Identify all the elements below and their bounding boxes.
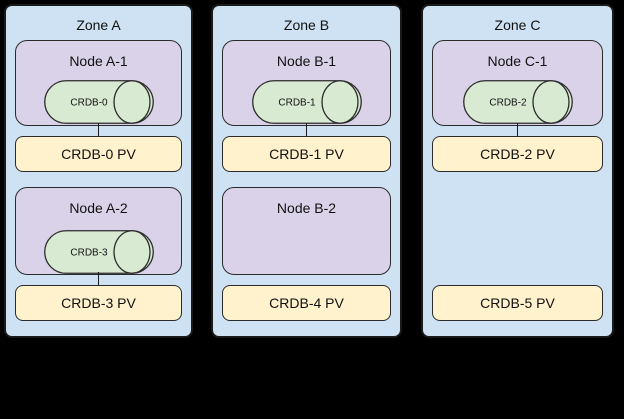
node-a1-box: Node A-1 CRDB-0 [15, 40, 182, 126]
pv-crdb-4: CRDB-4 PV [222, 285, 391, 321]
zone-c-title: Zone C [494, 17, 541, 33]
connector-line [97, 272, 99, 286]
connector-line [305, 123, 307, 137]
pod-crdb-3: CRDB-3 [43, 230, 154, 274]
zone-b-box: Zone B Node B-1 CRDB-1 CRDB-1 PV Node B-… [211, 4, 402, 338]
node-a2-label: Node A-2 [69, 200, 128, 216]
node-b1-label: Node B-1 [276, 53, 337, 69]
pv-crdb-2-label: CRDB-2 PV [480, 146, 555, 162]
pv-crdb-1: CRDB-1 PV [222, 136, 391, 172]
connector-line [97, 123, 99, 137]
node-b1-box: Node B-1 CRDB-1 [222, 40, 391, 126]
pod-crdb-1: CRDB-1 [251, 80, 362, 124]
zone-b-title: Zone B [283, 17, 330, 33]
pod-crdb-2-label: CRDB-2 [489, 98, 527, 109]
connector-line [516, 123, 518, 137]
node-c1-label: Node C-1 [487, 53, 548, 69]
node-b2-label: Node B-2 [276, 200, 337, 216]
pv-crdb-3: CRDB-3 PV [15, 285, 182, 321]
node-c1-box: Node C-1 CRDB-2 [432, 40, 603, 126]
pv-crdb-4-label: CRDB-4 PV [269, 295, 344, 311]
pod-crdb-0: CRDB-0 [43, 80, 154, 124]
zone-c-box: Zone C Node C-1 CRDB-2 CRDB-2 PV CRDB-5 … [421, 4, 614, 338]
pv-crdb-0: CRDB-0 PV [15, 136, 182, 172]
pod-crdb-3-label: CRDB-3 [70, 248, 108, 259]
node-b2-box: Node B-2 [222, 187, 391, 275]
pv-crdb-0-label: CRDB-0 PV [61, 146, 136, 162]
node-a2-box: Node A-2 CRDB-3 [15, 187, 182, 275]
pv-crdb-3-label: CRDB-3 PV [61, 295, 136, 311]
pv-crdb-5: CRDB-5 PV [432, 285, 603, 321]
zone-a-box: Zone A Node A-1 CRDB-0 CRDB-0 PV Node A-… [4, 4, 193, 338]
node-a1-label: Node A-1 [69, 53, 128, 69]
pv-crdb-1-label: CRDB-1 PV [269, 146, 344, 162]
pod-crdb-0-label: CRDB-0 [70, 98, 108, 109]
pv-crdb-2: CRDB-2 PV [432, 136, 603, 172]
pod-crdb-1-label: CRDB-1 [278, 98, 316, 109]
pod-crdb-2: CRDB-2 [462, 80, 573, 124]
zone-a-title: Zone A [76, 17, 121, 33]
pv-crdb-5-label: CRDB-5 PV [480, 295, 555, 311]
